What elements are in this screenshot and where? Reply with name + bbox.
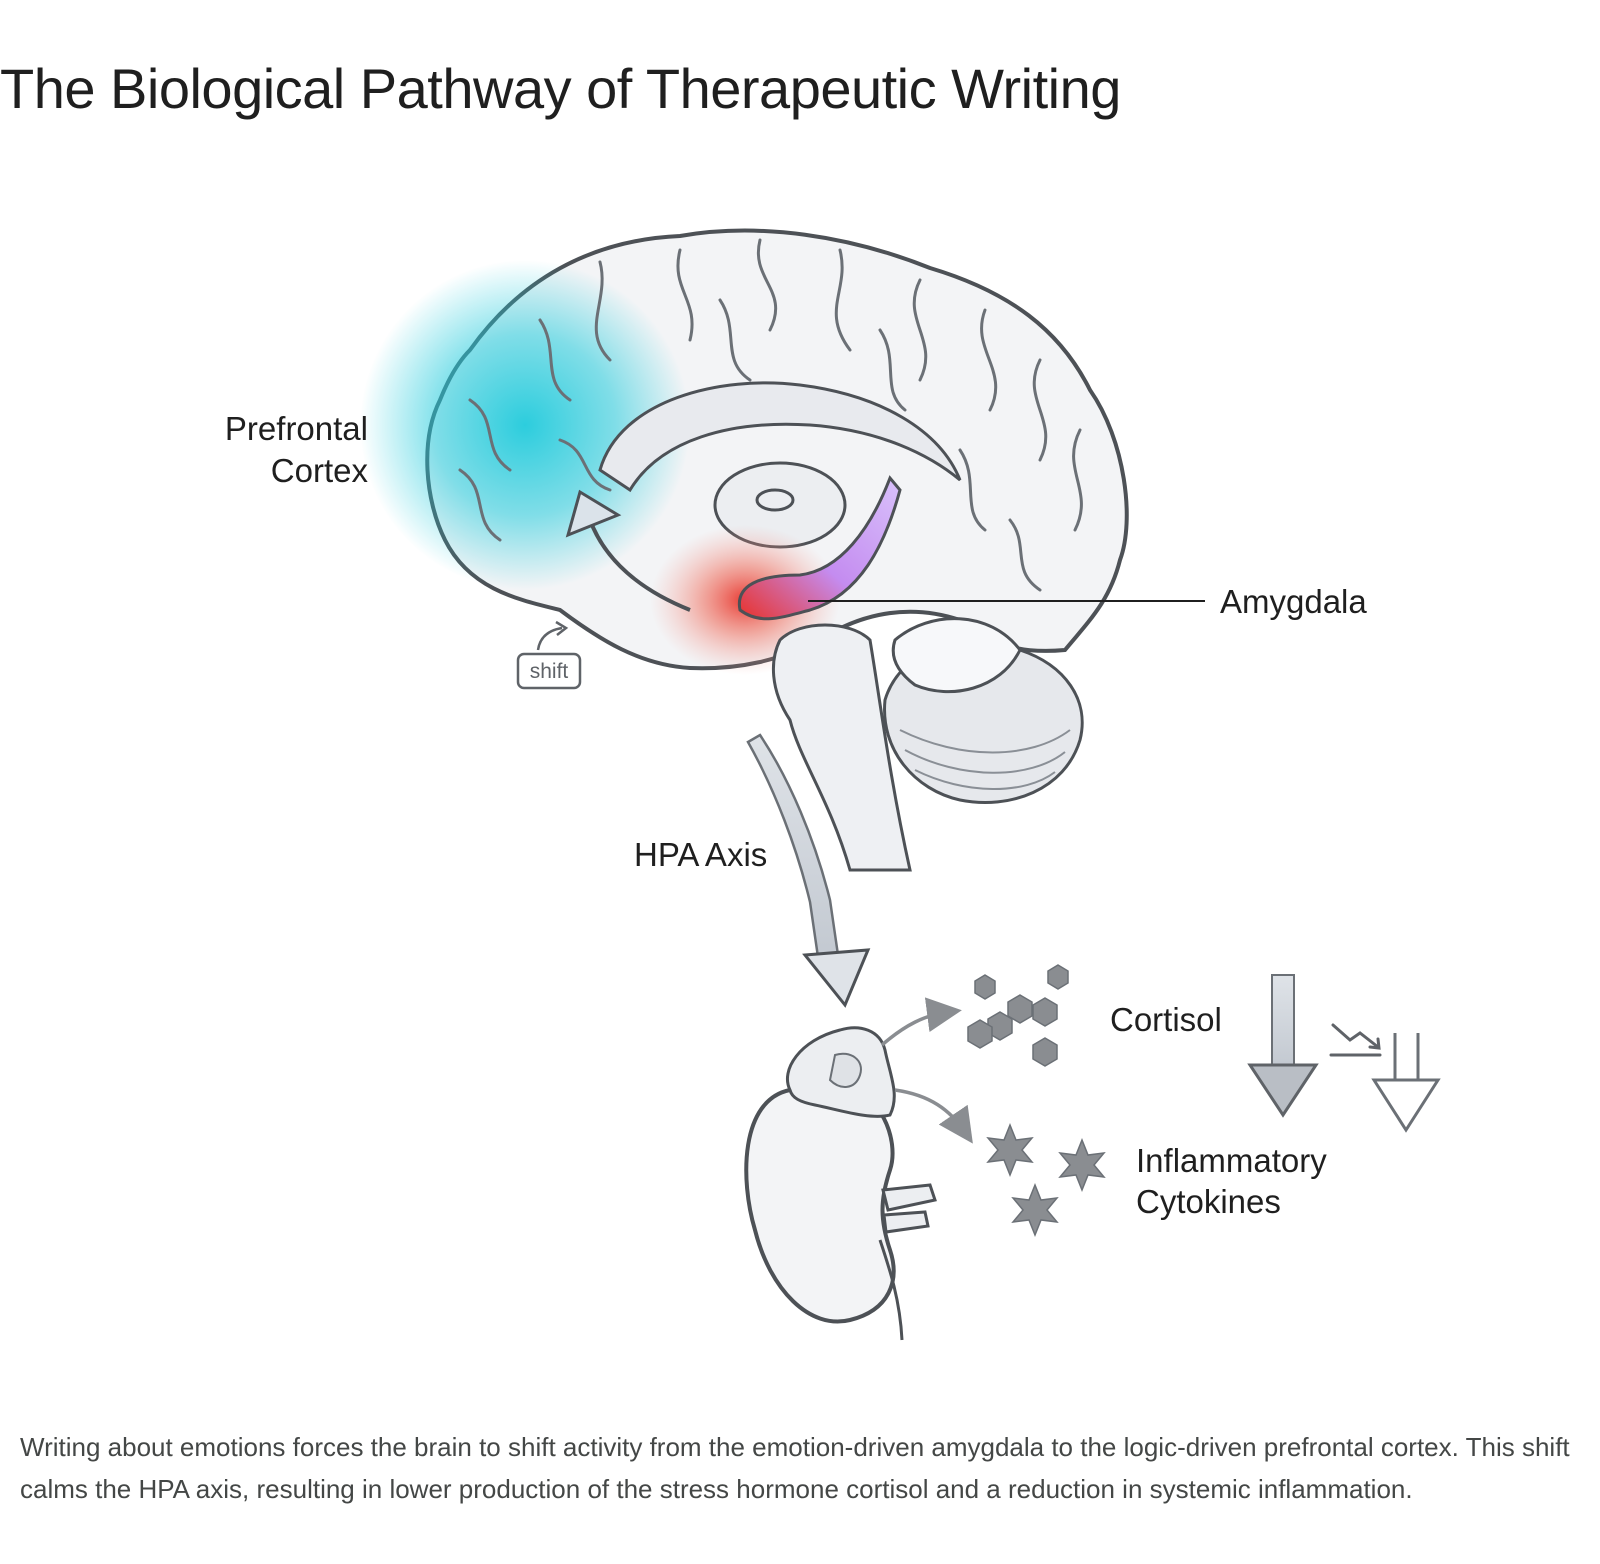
gyri: [458, 238, 1083, 592]
kidney: [744, 1082, 896, 1324]
pathway-diagram: Prefrontal Cortex Amygdala shift HPA Axi…: [0, 150, 1600, 1390]
shift-key-icon: [516, 620, 582, 690]
cytokine-particles: [986, 1122, 1106, 1238]
corpus-callosum: [598, 381, 962, 493]
prefrontal-cortex-label-line2: Cortex: [271, 452, 369, 489]
brain-illustration: [360, 228, 1129, 872]
down-arrow-outline-icon: [1371, 1033, 1441, 1133]
inflammatory-cytokines-label-line2: Cytokines: [1136, 1183, 1281, 1220]
cortisol-label: Cortisol: [1110, 1001, 1222, 1038]
cortisol-molecules: [967, 964, 1069, 1067]
amygdala-pathway: [737, 475, 902, 621]
brainstem: [771, 623, 912, 872]
cytokine-release-arrow: [894, 1088, 973, 1144]
amygdala-label: Amygdala: [1220, 583, 1367, 620]
cortisol-release-arrow: [880, 997, 962, 1047]
trend-down-icon: [1329, 1023, 1382, 1057]
hpa-axis-label: HPA Axis: [634, 836, 767, 873]
inflammatory-cytokines-label-line1: Inflammatory: [1136, 1142, 1327, 1179]
adrenal-kidney-illustration: [744, 1026, 937, 1341]
shift-key-label: shift: [530, 660, 569, 683]
down-arrow-icon: [1247, 974, 1319, 1118]
figure-caption: Writing about emotions forces the brain …: [20, 1432, 1570, 1504]
prefrontal-cortex-label-line1: Prefrontal: [225, 410, 368, 447]
upward-arrow-icon: [588, 519, 691, 612]
hpa-axis-arrow: [746, 733, 871, 1008]
page-title: The Biological Pathway of Therapeutic Wr…: [0, 57, 1121, 120]
